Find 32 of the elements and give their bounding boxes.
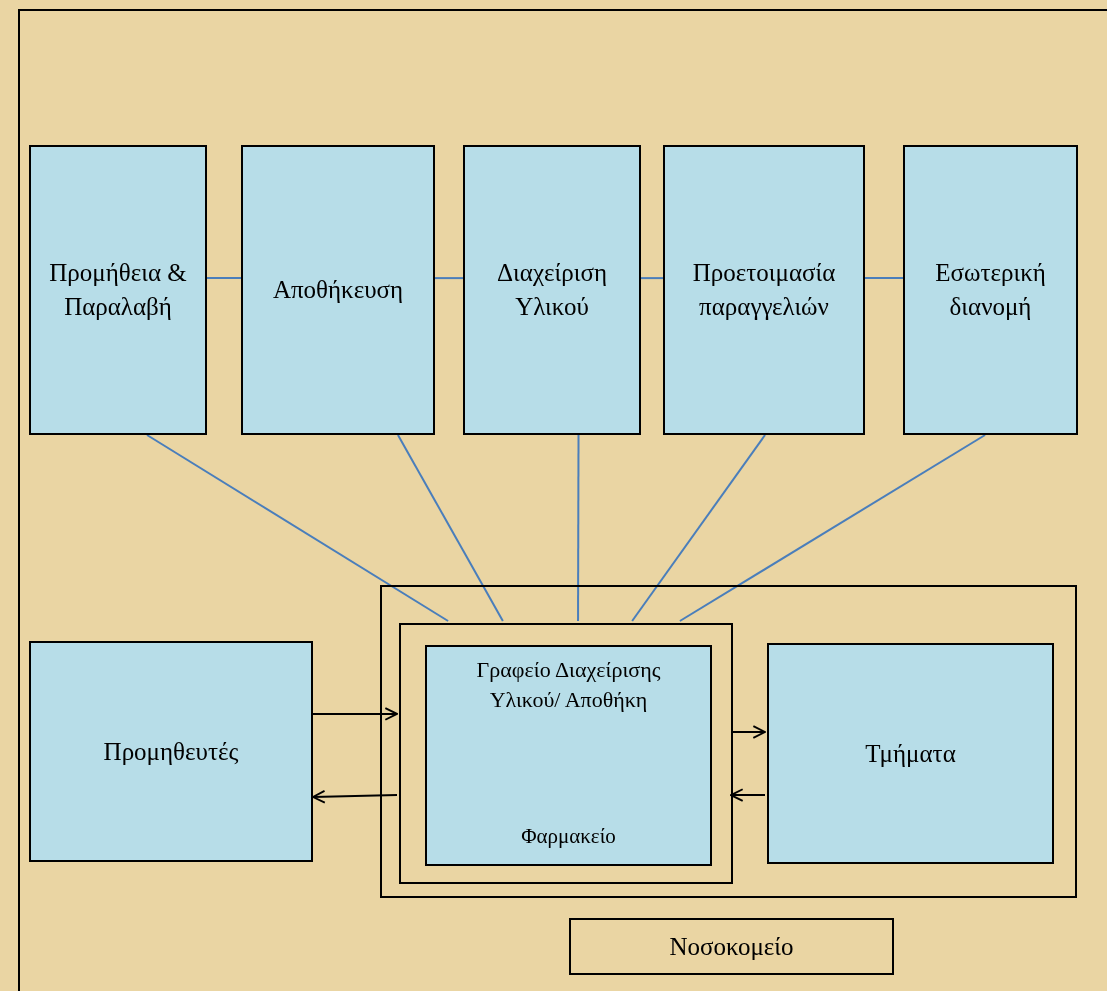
arrow bbox=[312, 707, 398, 721]
box-label: Τμήματα bbox=[864, 738, 957, 769]
inner-frame bbox=[399, 623, 733, 884]
connector-line bbox=[577, 434, 580, 622]
box-label: Φαρμακείο bbox=[520, 822, 617, 850]
office-box bbox=[425, 645, 712, 866]
arrow bbox=[730, 725, 766, 739]
box-label: Διαχείριση Υλικού bbox=[496, 258, 608, 322]
process-box bbox=[663, 145, 865, 435]
connector-line bbox=[206, 277, 242, 280]
box-label: Εσωτερική διανομή bbox=[934, 258, 1047, 322]
supplier-box bbox=[29, 641, 313, 862]
box-label: Προμήθεια & Παραλαβή bbox=[48, 258, 188, 322]
connector-line bbox=[640, 277, 664, 280]
process-box bbox=[29, 145, 207, 435]
arrow bbox=[730, 788, 766, 802]
box-label: Γραφείο Διαχείρισης Υλικού/ Αποθήκη bbox=[475, 656, 662, 714]
box-label: Προμηθευτές bbox=[102, 736, 240, 767]
process-box bbox=[463, 145, 641, 435]
process-box bbox=[241, 145, 435, 435]
connector-line bbox=[146, 434, 450, 622]
process-box bbox=[903, 145, 1078, 435]
connector-line bbox=[864, 277, 904, 280]
connector-line bbox=[434, 277, 464, 280]
connector-line bbox=[678, 434, 987, 622]
department-box bbox=[767, 643, 1054, 864]
connector-line bbox=[396, 434, 504, 622]
frame-title: Νοσοκομείο bbox=[569, 918, 894, 975]
box-label: Προετοιμασία παραγγελιών bbox=[691, 258, 837, 322]
box-label: Αποθήκευση bbox=[271, 275, 405, 306]
arrow bbox=[312, 790, 398, 804]
connector-line bbox=[631, 434, 766, 622]
